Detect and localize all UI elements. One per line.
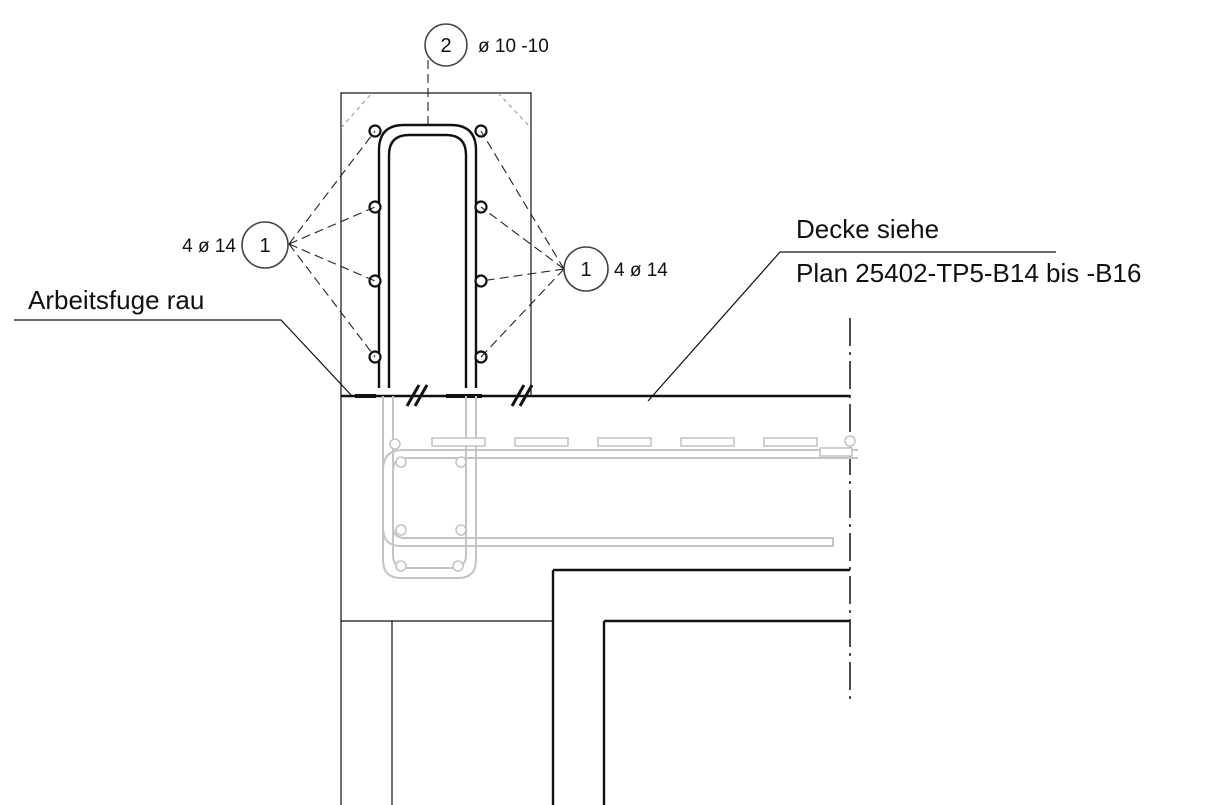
bar-mark-1-left-callout: 1 4 ø 14	[182, 221, 289, 269]
bar-mark-2-number: 2	[440, 35, 451, 57]
bar-mark-1-right-bubble	[563, 246, 609, 292]
bar-left-2	[368, 200, 382, 214]
bar-mark-1-right-callout: 1 4 ø 14	[563, 246, 668, 292]
bar-mark-1-left-bubble	[241, 221, 289, 269]
bar-mark-1-right-spec: 4 ø 14	[614, 260, 668, 281]
slab-note-leader	[647, 251, 1056, 402]
slab-section	[340, 318, 851, 805]
bar-mark-1-left-spec: 4 ø 14	[182, 236, 236, 257]
chamfer-left	[340, 92, 373, 129]
joint-note-callout: Arbeitsfuge rau	[14, 285, 353, 397]
joint-note-text: Arbeitsfuge rau	[28, 285, 204, 315]
bar-left-3	[368, 274, 382, 288]
leader-lines	[288, 48, 565, 358]
chamfer-right	[497, 92, 532, 129]
longitudinal-bars	[368, 124, 488, 364]
slab-note-callout: Decke siehe Plan 25402-TP5-B14 bis -B16	[647, 214, 1141, 402]
bar-mark-1-left-number: 1	[259, 235, 270, 257]
slab-note-line1: Decke siehe	[796, 214, 939, 244]
joint-note-leader	[14, 319, 353, 397]
bar-right-3	[474, 274, 488, 288]
bar-mark-1-right-number: 1	[580, 259, 591, 281]
bar-mark-2-spec: ø 10 -10	[478, 36, 549, 57]
bar-mark-2-bubble	[424, 23, 468, 67]
slab-note-line2: Plan 25402-TP5-B14 bis -B16	[796, 258, 1141, 288]
stirrup-bar-2	[377, 123, 478, 388]
bar-mark-2-callout: 2 ø 10 -10	[424, 23, 549, 67]
existing-reinforcement-ghost	[382, 396, 858, 579]
